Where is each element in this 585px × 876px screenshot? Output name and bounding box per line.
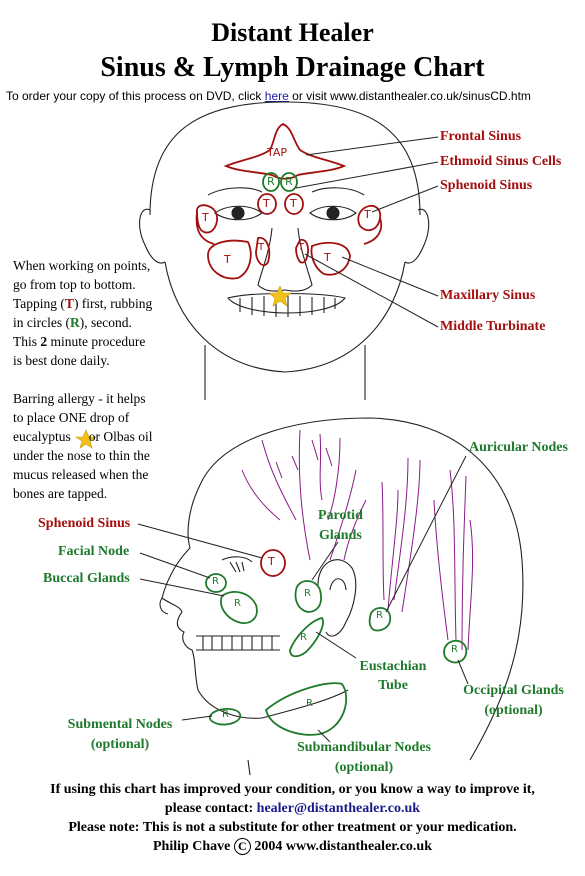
label-auricular-nodes: Auricular Nodes bbox=[469, 440, 568, 455]
duration-number: 2 bbox=[40, 334, 48, 349]
facial-node-r-mark: R bbox=[212, 576, 219, 587]
maxillary-left-shape bbox=[207, 239, 252, 280]
instr-line: is best done daily. bbox=[13, 353, 110, 368]
ethmoid-r-mark-left: R bbox=[267, 175, 275, 188]
ethmoid-r-right bbox=[280, 172, 298, 192]
order-prefix: To order your copy of this process on DV… bbox=[6, 89, 262, 103]
parotid-r-mark: R bbox=[304, 588, 311, 599]
submental-r-mark: R bbox=[222, 709, 229, 720]
label-ethmoid-sinus-cells: Ethmoid Sinus Cells bbox=[440, 154, 562, 169]
turbinate-right-shape bbox=[295, 238, 309, 264]
sphenoid-right-shape bbox=[357, 204, 382, 232]
occipital-r-mark: R bbox=[451, 644, 458, 655]
ethmoid-cells bbox=[262, 172, 298, 192]
side-leader-lines bbox=[137, 455, 469, 743]
instr-line: When working on points, bbox=[13, 258, 151, 273]
contact-email[interactable]: healer@distanthealer.co.uk bbox=[256, 801, 421, 816]
rub-letter: R bbox=[69, 315, 80, 330]
instr-line-duration: This 2 minute procedure bbox=[13, 334, 146, 349]
eustachian-r-mark: R bbox=[300, 632, 307, 643]
ethmoid-t-mark-right: T bbox=[290, 197, 297, 210]
instr-line: go from top to bottom. bbox=[13, 277, 136, 292]
submental-shape bbox=[208, 708, 241, 726]
order-notice: To order your copy of this process on DV… bbox=[6, 89, 585, 103]
side-sphenoid-shape bbox=[260, 549, 286, 577]
sphenoid-t-mark-right: T bbox=[364, 208, 371, 221]
auricular-shape bbox=[368, 607, 392, 632]
parotid-shape bbox=[294, 580, 322, 613]
turbinate-t-mark-right: T bbox=[298, 242, 305, 253]
footer: If using this chart has improved your co… bbox=[0, 780, 585, 856]
sphenoid-t-mark-left: T bbox=[202, 211, 209, 224]
sphenoid-left-shape bbox=[196, 204, 218, 234]
order-link[interactable]: here bbox=[264, 89, 289, 103]
instr-line: under the nose to thin the bbox=[13, 448, 150, 463]
footer-line-4: Philip Chave C 2004 www.distanthealer.co… bbox=[152, 838, 433, 855]
side-profile-drawing bbox=[159, 417, 524, 776]
turbinate-left-shape bbox=[255, 236, 271, 267]
label-submandibular-nodes: Submandibular Nodes(optional) bbox=[297, 740, 431, 775]
eustachian-shape bbox=[289, 616, 324, 658]
title-line-2: Sinus & Lymph Drainage Chart bbox=[100, 52, 485, 83]
label-side-sphenoid-sinus: Sphenoid Sinus bbox=[38, 516, 131, 531]
nerve-branches bbox=[241, 429, 474, 651]
instructions-paragraph-2: Barring allergy - it helps to place ONE … bbox=[13, 389, 152, 503]
side-sphenoid-t-mark: T bbox=[268, 555, 275, 568]
instr-line: bones are tapped. bbox=[13, 486, 108, 501]
label-sphenoid-sinus: Sphenoid Sinus bbox=[440, 178, 533, 193]
label-occipital-glands: Occipital Glands(optional) bbox=[463, 683, 564, 718]
title-line-1: Distant Healer bbox=[211, 18, 374, 47]
label-frontal-sinus: Frontal Sinus bbox=[440, 129, 522, 144]
instr-line-tapping: Tapping (T) first, rubbing bbox=[13, 296, 153, 311]
instructions-paragraph-1: When working on points, go from top to b… bbox=[13, 256, 152, 370]
order-suffix: or visit www.distanthealer.co.uk/sinusCD… bbox=[292, 89, 531, 103]
maxillary-right-shape bbox=[310, 241, 351, 276]
front-sinus-outlines bbox=[195, 123, 383, 280]
label-buccal-glands: Buccal Glands bbox=[43, 571, 130, 586]
side-points bbox=[205, 549, 468, 736]
instr-line: mucus released when the bbox=[13, 467, 149, 482]
facial-node-shape bbox=[205, 573, 227, 593]
frontal-tap-mark: TAP bbox=[267, 146, 288, 159]
front-face-drawing bbox=[139, 101, 430, 400]
auricular-r-mark: R bbox=[376, 610, 383, 621]
maxillary-t-mark-right: T bbox=[324, 251, 331, 264]
eucalyptus-star-face bbox=[268, 285, 292, 307]
footer-line-1: If using this chart has improved your co… bbox=[50, 782, 535, 797]
submandibular-r-mark: R bbox=[306, 698, 313, 709]
ethmoid-r-mark-right: R bbox=[285, 175, 293, 188]
instr-line: Barring allergy - it helps bbox=[13, 391, 146, 406]
label-facial-node: Facial Node bbox=[58, 544, 130, 559]
copyright-icon: C bbox=[233, 838, 251, 855]
occipital-shape bbox=[443, 639, 468, 664]
label-maxillary-sinus: Maxillary Sinus bbox=[440, 288, 536, 303]
ethmoid-t-cells bbox=[257, 193, 304, 215]
buccal-r-mark: R bbox=[234, 598, 241, 609]
tap-letter: T bbox=[64, 296, 74, 311]
submandibular-shape bbox=[265, 682, 347, 736]
buccal-shape bbox=[220, 591, 258, 624]
eucalyptus-star-text bbox=[75, 429, 97, 449]
label-submental-nodes: Submental Nodes(optional) bbox=[67, 717, 173, 752]
maxillary-t-mark-left: T bbox=[224, 253, 231, 266]
footer-line-2: please contact: healer@distanthealer.co.… bbox=[164, 801, 421, 816]
turbinate-t-mark-left: T bbox=[258, 242, 265, 253]
footer-line-3: Please note: This is not a substitute fo… bbox=[68, 820, 517, 835]
label-middle-turbinate: Middle Turbinate bbox=[440, 319, 546, 334]
instr-line-rubbing: in circles (R), second. bbox=[13, 315, 132, 330]
ethmoid-t-mark-left: T bbox=[263, 197, 270, 210]
ethmoid-r-left bbox=[262, 172, 280, 192]
instr-line: to place ONE drop of bbox=[13, 410, 130, 425]
frontal-sinus-shape bbox=[223, 123, 347, 180]
front-leader-lines bbox=[295, 136, 439, 328]
